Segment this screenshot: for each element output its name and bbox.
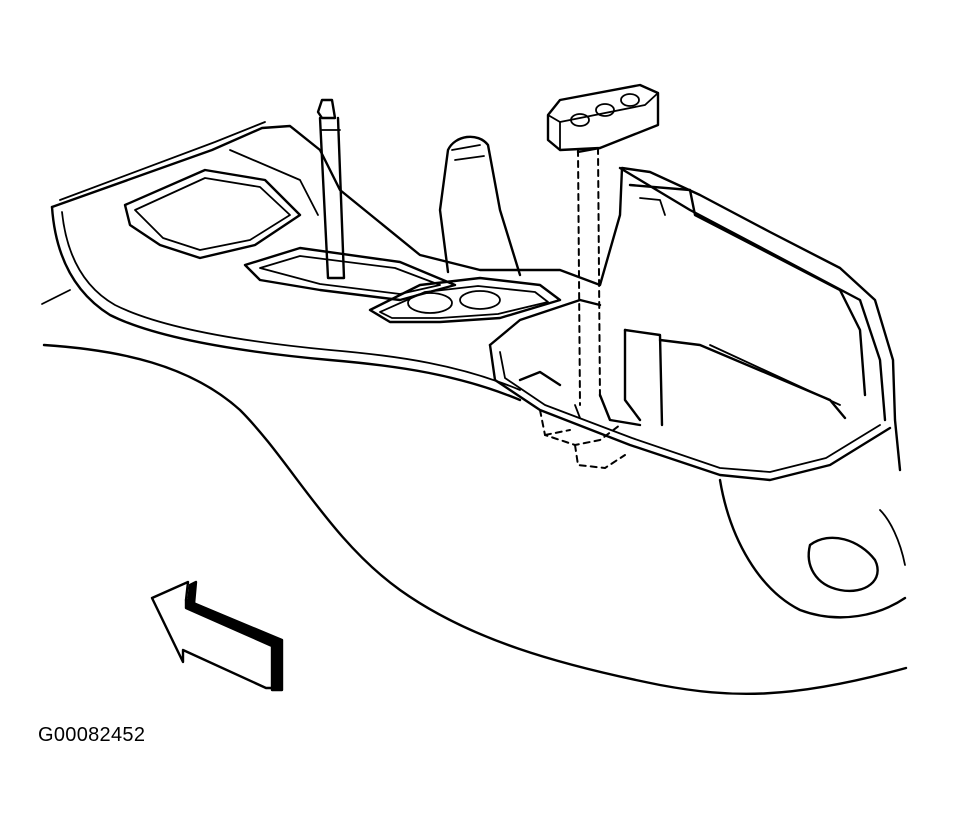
switch-block (546, 83, 660, 406)
mounting-bracket-hidden (539, 404, 626, 469)
rod-left (316, 98, 346, 280)
floor-contour (41, 289, 908, 696)
figure-id-label: G00082452 (38, 724, 146, 746)
storage-compartment (488, 166, 907, 619)
console-body (50, 121, 902, 472)
parking-brake-handle (438, 135, 522, 277)
arrow-up-left-icon (150, 580, 284, 692)
